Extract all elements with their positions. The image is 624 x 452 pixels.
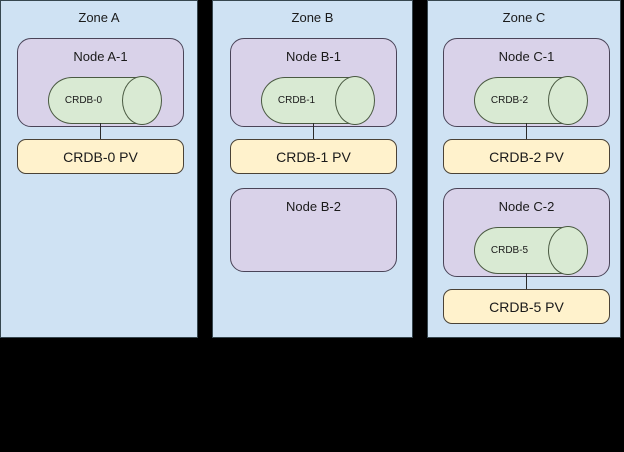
cylinder-cap-icon [122,76,162,125]
connector-a-1 [100,123,101,140]
node-c-1-label: Node C-1 [498,49,555,64]
node-b-1: Node B-1 CRDB-1 [230,38,397,127]
pod-crdb-1-label: CRDB-1 [277,95,316,106]
zone-b: Zone B Node B-1 CRDB-1 CRDB-1 PV Node B-… [212,0,413,338]
node-b-2-label: Node B-2 [286,199,341,214]
pod-crdb-2: CRDB-2 [474,76,588,125]
pod-crdb-1: CRDB-1 [261,76,375,125]
node-a-1: Node A-1 CRDB-0 [17,38,184,127]
cylinder-cap-icon [548,76,588,125]
pod-crdb-5-label: CRDB-5 [490,245,529,256]
cylinder-cap-icon [335,76,375,125]
connector-c-2 [526,273,527,290]
pod-crdb-0: CRDB-0 [48,76,162,125]
pv-crdb-2: CRDB-2 PV [443,139,610,174]
zone-a: Zone A Node A-1 CRDB-0 CRDB-0 PV [0,0,198,338]
zone-c: Zone C Node C-1 CRDB-2 CRDB-2 PV Node C-… [427,0,621,338]
zone-b-label: Zone B [291,10,334,25]
node-b-2: Node B-2 [230,188,397,272]
cylinder-cap-icon [548,226,588,275]
zone-a-label: Zone A [78,10,120,25]
pod-crdb-5: CRDB-5 [474,226,588,275]
pv-crdb-1: CRDB-1 PV [230,139,397,174]
node-c-2: Node C-2 CRDB-5 [443,188,610,277]
connector-c-1 [526,123,527,140]
zone-c-label: Zone C [502,10,546,25]
pod-crdb-0-label: CRDB-0 [64,95,103,106]
pv-crdb-0: CRDB-0 PV [17,139,184,174]
connector-b-1 [313,123,314,140]
pod-crdb-2-label: CRDB-2 [490,95,529,106]
node-a-1-label: Node A-1 [73,49,128,64]
node-c-2-label: Node C-2 [498,199,555,214]
node-b-1-label: Node B-1 [286,49,341,64]
node-c-1: Node C-1 CRDB-2 [443,38,610,127]
pv-crdb-5: CRDB-5 PV [443,289,610,324]
